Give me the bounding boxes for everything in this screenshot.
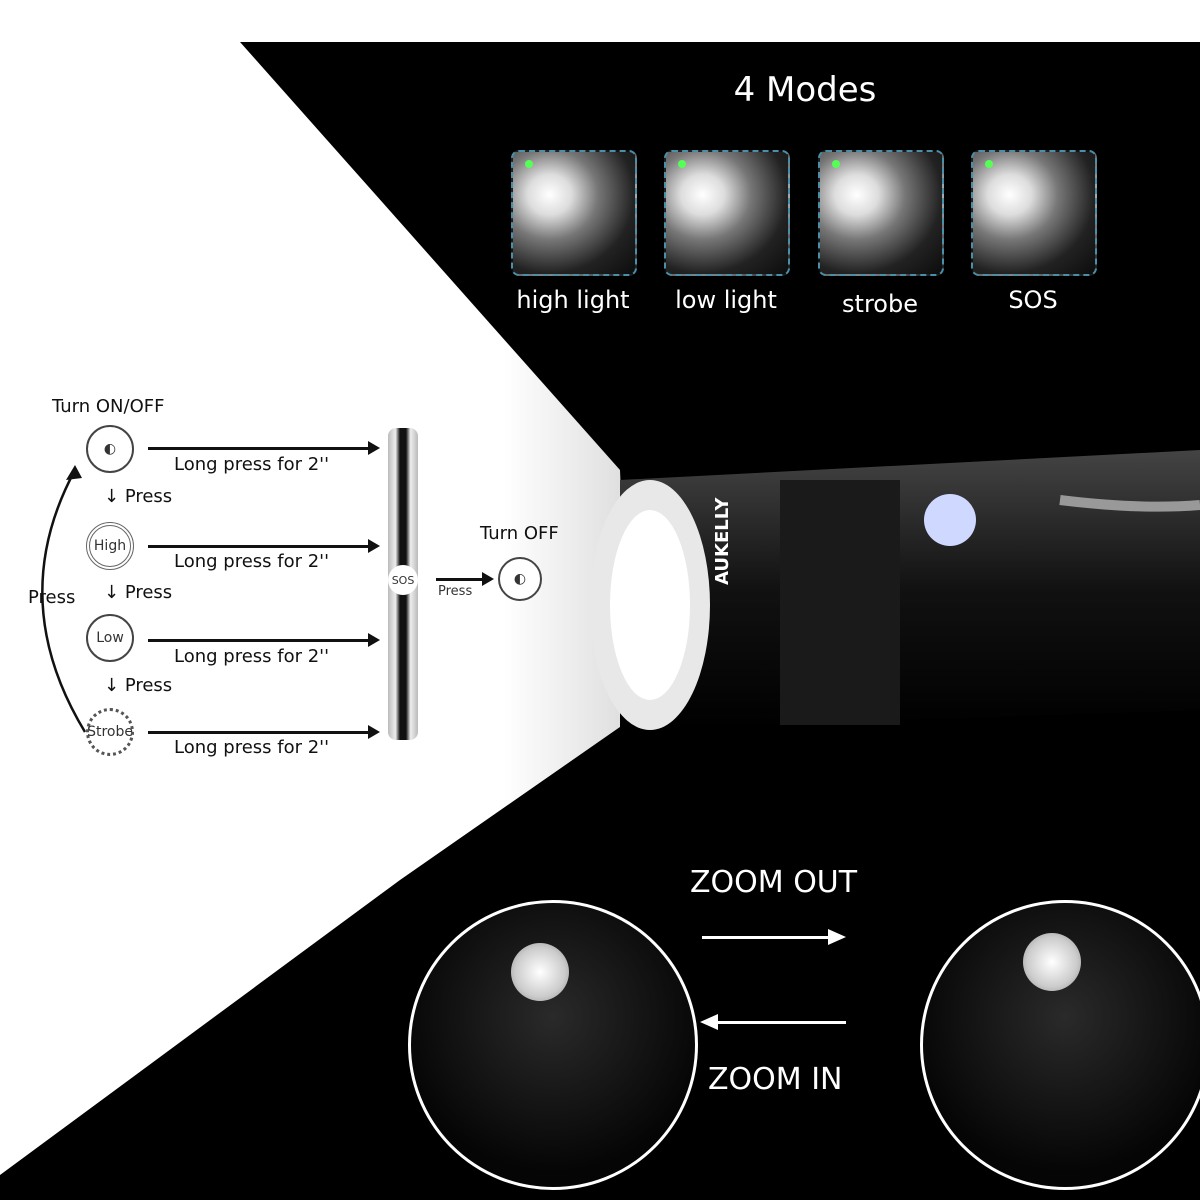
zoom-out-label: ZOOM OUT <box>690 865 858 900</box>
arrow <box>148 539 380 553</box>
arrow <box>148 633 380 647</box>
arrowhead <box>700 1014 718 1030</box>
long-press-label: Long press for 2'' <box>174 454 330 475</box>
press-label: ↓ Press <box>104 486 173 507</box>
long-press-label: Long press for 2'' <box>174 737 330 758</box>
flashlight-image <box>590 450 1200 730</box>
mode-label: strobe <box>842 290 918 318</box>
modes-title: 4 Modes <box>733 70 877 110</box>
long-press-label: Long press for 2'' <box>174 551 330 572</box>
strobe-mode-icon: Strobe <box>86 708 134 756</box>
right-arrow-icon <box>702 936 832 939</box>
arrow <box>148 441 380 455</box>
high-mode-icon: High <box>86 522 134 570</box>
switch-icon: ◐ <box>86 425 134 473</box>
zoom-in-label: ZOOM IN <box>708 1062 843 1097</box>
cycle-press-label: Press <box>28 587 76 608</box>
mode-label: high light <box>516 286 630 314</box>
cycle-arrow <box>41 465 87 733</box>
switch-off-icon: ◐ <box>498 557 542 601</box>
zoom-in-image <box>920 900 1200 1190</box>
arrow <box>436 572 494 586</box>
low-mode-icon: Low <box>86 614 134 662</box>
brand-label: AUKELLY <box>712 497 733 585</box>
mode-label: low light <box>675 286 777 314</box>
left-arrow-icon <box>716 1021 846 1024</box>
mode-tile-low <box>664 150 790 276</box>
turn-off-label: Turn OFF <box>480 523 559 544</box>
top-band <box>0 0 1200 42</box>
mode-label: SOS <box>1008 286 1058 314</box>
arrow <box>148 725 380 739</box>
mode-tile-sos <box>971 150 1097 276</box>
mode-tile-strobe <box>818 150 944 276</box>
press-label: ↓ Press <box>104 582 173 603</box>
long-press-label: Long press for 2'' <box>174 646 330 667</box>
press-label: Press <box>438 584 473 599</box>
turn-on-off-label: Turn ON/OFF <box>52 396 165 417</box>
arrowhead <box>828 929 846 945</box>
mode-tile-high <box>511 150 637 276</box>
zoom-out-image <box>408 900 698 1190</box>
press-label: ↓ Press <box>104 675 173 696</box>
sos-icon: SOS <box>388 565 418 595</box>
